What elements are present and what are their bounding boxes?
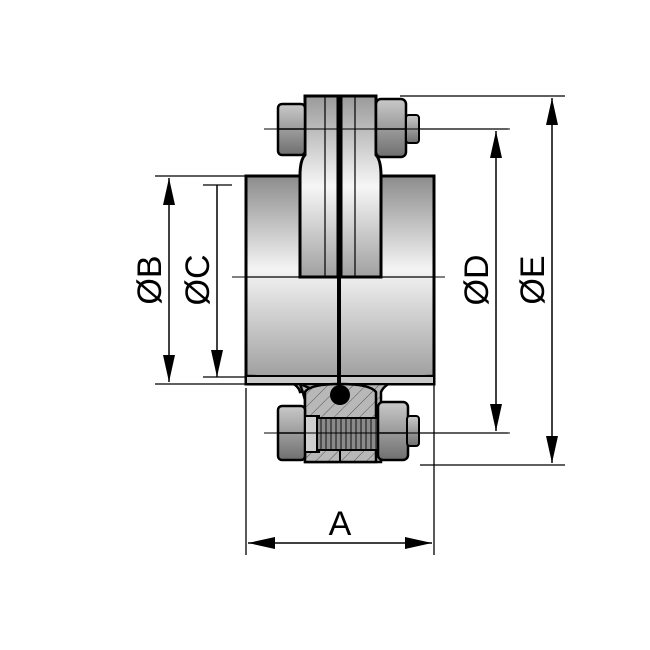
dim-label-D: ØD	[458, 255, 496, 306]
extension-lines	[155, 95, 565, 555]
dim-label-C: ØC	[179, 255, 217, 306]
dim-label-E: ØE	[514, 255, 552, 304]
dim-label-A: A	[329, 505, 352, 543]
dim-label-B: ØB	[131, 255, 169, 304]
dimension-lines	[163, 98, 558, 549]
flange-upper	[298, 94, 383, 279]
